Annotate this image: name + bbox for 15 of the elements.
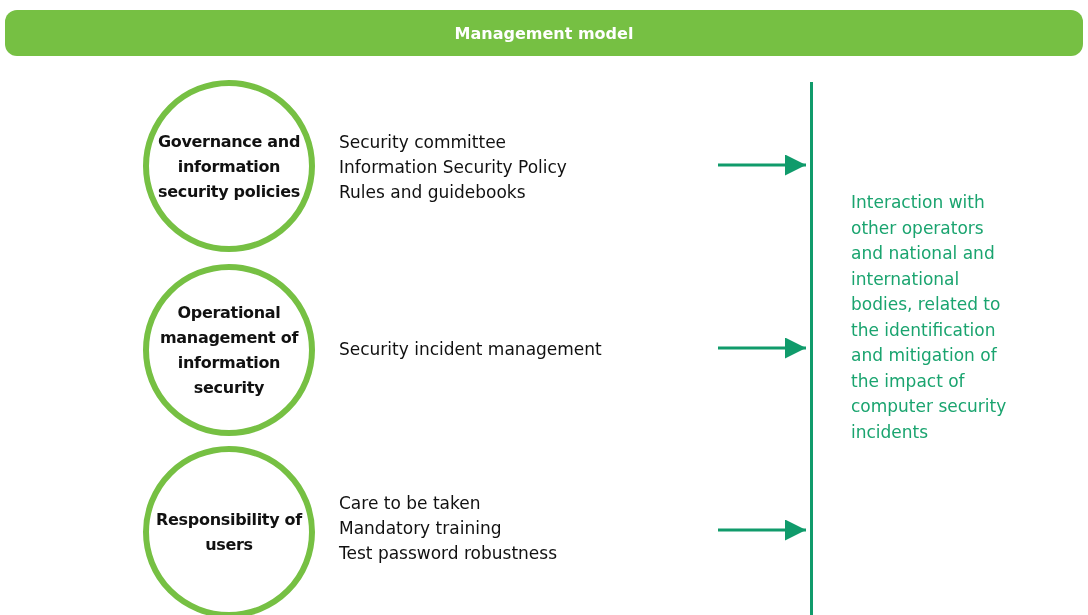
circle-label: Operational management of information security bbox=[158, 302, 300, 399]
panel-text: Interaction with other operators and national and international bodies, related to the identification and mitigation of the impact of computer security incidents bbox=[851, 191, 1008, 444]
arrow bbox=[718, 519, 806, 541]
arrow bbox=[718, 337, 806, 359]
list-item: Security committee bbox=[339, 131, 508, 154]
circle-label: Governance and information security policies bbox=[156, 130, 302, 203]
list-item: Mandatory training bbox=[339, 517, 503, 540]
list-item: Test password robustness bbox=[339, 542, 558, 565]
list-item: Rules and guidebooks bbox=[339, 181, 527, 204]
circle-label: Responsibility of users bbox=[155, 509, 304, 556]
list-item: Security incident management bbox=[339, 338, 602, 361]
arrow bbox=[718, 154, 806, 176]
list-item: Care to be taken bbox=[339, 492, 482, 515]
title-banner: Management model bbox=[5, 10, 1083, 56]
list-item: Information Security Policy bbox=[339, 156, 567, 179]
